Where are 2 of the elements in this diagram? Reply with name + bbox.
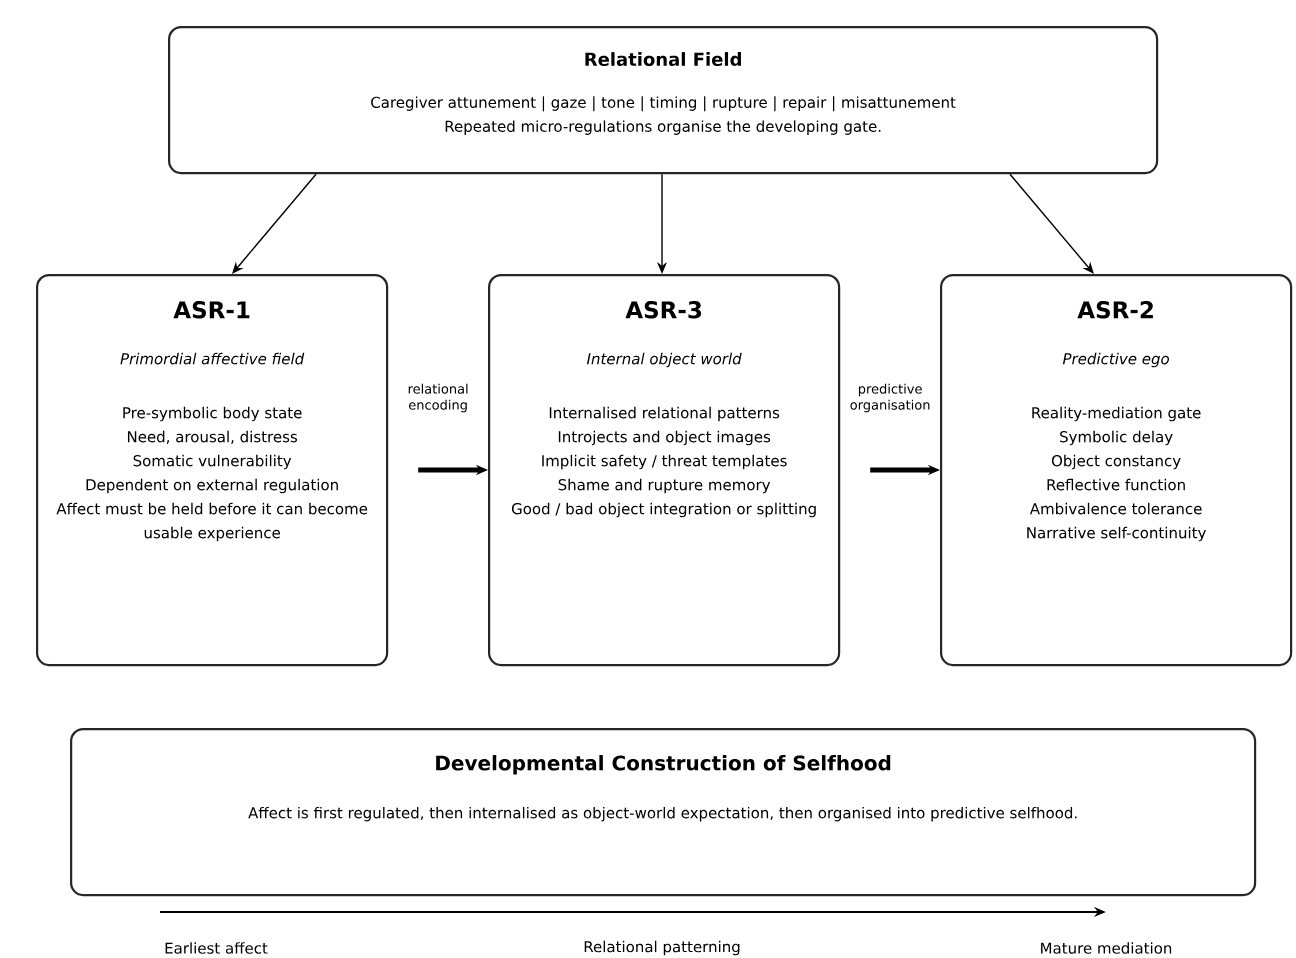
arrow: [232, 173, 317, 274]
arrow: [1009, 173, 1094, 274]
